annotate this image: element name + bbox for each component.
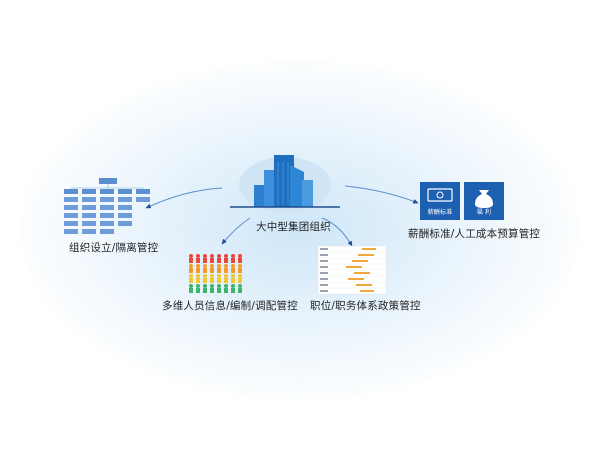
salary-tile-standard-caption: 薪酬标准 <box>427 209 453 216</box>
center-building-icon <box>230 155 340 213</box>
connector-to-position <box>321 217 353 247</box>
position-table-thumbnail <box>317 245 387 295</box>
org-label: 组织设立/隔离管控 <box>69 242 159 254</box>
center-label: 大中型集团组织 <box>256 221 331 233</box>
money-icon <box>427 188 453 202</box>
connector-to-staff <box>221 217 251 245</box>
people-grid-thumbnail <box>189 254 242 293</box>
staff-label: 多维人员信息/编制/调配管控 <box>162 300 298 312</box>
connector-to-salary <box>344 185 419 204</box>
salary-label: 薪酬标准/人工成本预算管控 <box>408 228 541 240</box>
position-label: 职位/职务体系政策管控 <box>310 300 421 312</box>
org-chart-thumbnail <box>64 178 150 234</box>
connector-to-org <box>145 187 223 209</box>
salary-tile-welfare-caption: 福 利 <box>476 209 492 216</box>
salary-tile-standard <box>420 182 460 220</box>
salary-tile-welfare <box>464 182 504 220</box>
money-bag-icon <box>475 190 493 208</box>
